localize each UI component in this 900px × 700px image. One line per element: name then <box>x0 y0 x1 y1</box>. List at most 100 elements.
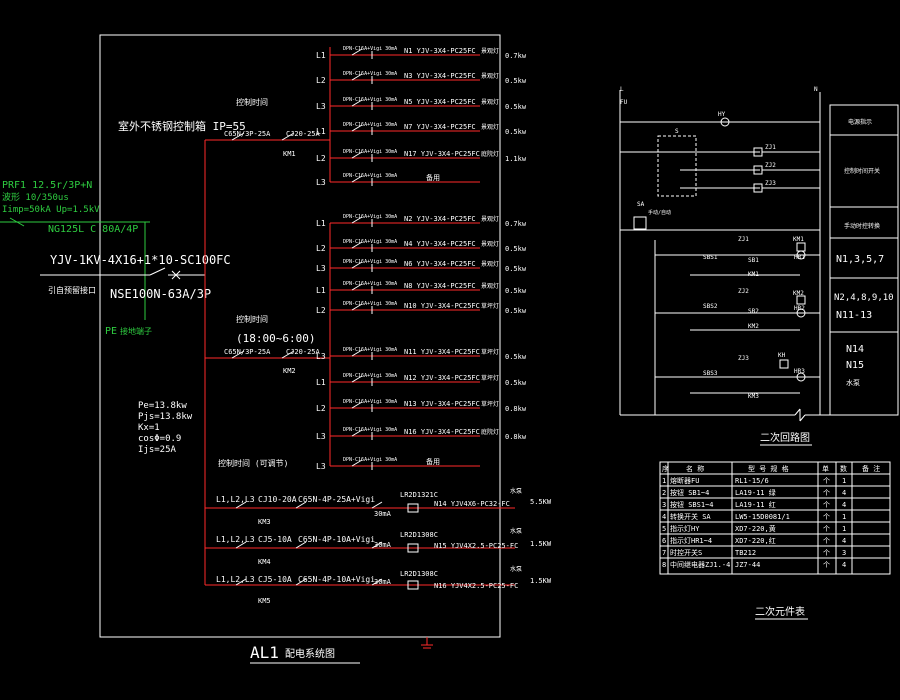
spd-breaker: NG125L C 80A/4P <box>48 224 138 235</box>
group2-cj: CJ20-25A <box>286 348 321 356</box>
table-cell: 个 <box>823 501 830 509</box>
circuit-load: 0.8kw <box>505 405 527 413</box>
circuit-row: L2 DPN-C16A+Vigi 30mA N13 YJV-3X4-PC25FC… <box>316 399 527 413</box>
circuit-breaker: DPN-C16A+Vigi 30mA <box>343 427 397 433</box>
circuit-breaker: DPN-C16A+Vigi 30mA <box>343 281 397 287</box>
group1-note: 室外不锈钢控制箱 IP=55 <box>118 119 246 133</box>
group1-timer-label: 控制时间 <box>236 97 268 107</box>
circuit-breaker: DPN-C16A+Vigi 30mA <box>343 259 397 265</box>
table-cell: 个 <box>823 477 830 485</box>
secondary-title: 二次回路图 <box>760 431 810 444</box>
table-cell: 4 <box>842 501 846 509</box>
circuit-load: 0.5kw <box>505 77 527 85</box>
calc-ijs: Ijs=25A <box>138 445 177 455</box>
row-zj: ZJ1 <box>738 236 749 243</box>
table-cell: 4 <box>662 513 666 521</box>
calc-pjs: Pjs=13.8kw <box>138 412 193 422</box>
spd-line2: 波形 10/350us <box>2 191 69 203</box>
circuit-load: 0.5kw <box>505 307 527 315</box>
pump-rcd: 30mA <box>374 510 392 518</box>
circuit-id: N1 YJV-3X4-PC25FC <box>404 47 476 55</box>
circuit-row: L1 DPN-C16A+Vigi 30mA N1 YJV-3X4-PC25FC … <box>316 46 527 60</box>
table-cell: 1 <box>842 525 846 533</box>
group3-label: 控制时间 (可调节) <box>218 458 288 468</box>
circuit-breaker: DPN-C16A+Vigi 30mA <box>343 97 397 103</box>
control-row: SBS3 ZJ3 KH KM3 HR3 <box>655 352 820 400</box>
pump-cj: CJ5-10A <box>258 535 292 544</box>
pump-row: L1,L2,L3 CJ5-10A C65N-4P-10A+Vigi KM4 30… <box>205 527 552 566</box>
pump-breaker: C65N-4P-25A+Vigi <box>298 495 375 504</box>
circuit-row: L1 DPN-C16A+Vigi 30mA N8 YJV-3X4-PC25FC … <box>316 281 527 295</box>
spd-line3: Iimp=50kA Up=1.5kV <box>2 205 100 215</box>
table-cell: 个 <box>823 537 830 545</box>
pump-cj: CJ10-20A <box>258 495 297 504</box>
table-cell: 4 <box>842 489 846 497</box>
main-switch: NSE100N-63A/3P <box>110 287 211 301</box>
circuit-load: 0.5kw <box>505 103 527 111</box>
circuit-phase: L2 <box>316 244 326 253</box>
table-cell: 按钮 SBS1~4 <box>670 500 714 509</box>
hy-label: HY <box>718 111 726 118</box>
control-row: SBS1 ZJ1 SB1 KM1 KM1 HR1 <box>655 236 820 278</box>
circuit-use: 草坪灯 <box>481 400 499 408</box>
circuit-breaker: DPN-C16A+Vigi 30mA <box>343 173 397 179</box>
table-cell: JZ7-44 <box>735 561 760 569</box>
circuit-rows: L1 DPN-C16A+Vigi 30mA N1 YJV-3X4-PC25FC … <box>316 46 527 471</box>
pe-suffix: 接地端子 <box>120 326 152 336</box>
circuit-phase: L2 <box>316 306 326 315</box>
circuit-id: N8 YJV-3X4-PC25FC <box>404 282 476 290</box>
circuit-id: N10 YJV-3X4-PC25FC <box>404 302 480 310</box>
pump-row: L1,L2,L3 CJ10-20A C65N-4P-25A+Vigi KM3 3… <box>205 487 552 526</box>
row-zj: ZJ3 <box>738 355 749 362</box>
circuit-row: L1 DPN-C16A+Vigi 30mA N7 YJV-3X4-PC25FC … <box>316 122 527 136</box>
circuit-use: 草坪灯 <box>481 348 499 356</box>
circuit-phase: L3 <box>316 178 326 187</box>
circuit-breaker: DPN-C16A+Vigi 30mA <box>343 347 397 353</box>
circuit-id: N12 YJV-3X4-PC25FC <box>404 374 480 382</box>
table-cell: 3 <box>662 501 666 509</box>
box-timer: 控制时间开关 <box>844 167 880 175</box>
pump-rcd: 30mA <box>374 578 392 586</box>
circuit-load: 0.5kw <box>505 379 527 387</box>
table-cell: 熔断器FU <box>670 476 699 485</box>
entry-label: 引自预留接口 <box>48 285 96 295</box>
circuit-use: 景观灯 <box>481 72 499 80</box>
circuit-phase: L3 <box>316 264 326 273</box>
table-cell: LA19-11 绿 <box>735 488 776 497</box>
circuit-row: L2 DPN-C16A+Vigi 30mA N17 YJV-3X4-PC25FC… <box>316 149 527 163</box>
sa-note: 手动/自动 <box>648 209 671 216</box>
group1-breaker: C65N/3P-25A <box>224 130 271 138</box>
circuit-phase: L3 <box>316 102 326 111</box>
secondary-circuit: L FU N HY S ZJ1 ZJ2 ZJ3 SA 手动/自动 SBS1 <box>619 86 830 422</box>
circuit-id: N17 YJV-3X4-PC25FC <box>404 150 480 158</box>
row-kmc: KM2 <box>748 323 759 330</box>
circuit-id: N5 YJV-3X4-PC25FC <box>404 98 476 106</box>
circuit-row: L2 DPN-C16A+Vigi 30mA N3 YJV-3X4-PC25FC … <box>316 71 527 85</box>
th-qty: 数 <box>840 464 847 473</box>
circuit-phase: L1 <box>316 378 326 387</box>
table-cell: 4 <box>842 561 846 569</box>
circuit-row: L2 DPN-C16A+Vigi 30mA N4 YJV-3X4-PC25FC … <box>316 239 527 253</box>
group1-cj: CJ20-25A <box>286 130 321 138</box>
box-sa: 手动时控转换 <box>844 222 880 230</box>
pump-id: N15 YJV4X2.5-PC25-FC <box>434 542 518 550</box>
table-cell: 6 <box>662 537 666 545</box>
circuit-load: 0.5kw <box>505 245 527 253</box>
pump-breaker: C65N-4P-10A+Vigi <box>298 535 375 544</box>
row-hr: HR3 <box>794 368 805 375</box>
component-table: 序 名 称 型 号 规 格 单 数 备 注 1 熔断器FU RL1-15/6 个… <box>659 461 891 575</box>
table-cell: 1 <box>842 513 846 521</box>
incoming-cable: YJV-1KV-4X16+1*10-SC100FC <box>50 253 231 267</box>
pump-cj: CJ5-10A <box>258 575 292 584</box>
circuit-id: N2 YJV-3X4-PC25FC <box>404 215 476 223</box>
circuit-id: N6 YJV-3X4-PC25FC <box>404 260 476 268</box>
circuit-phase: L1 <box>316 51 326 60</box>
row-km: KM1 <box>793 236 804 243</box>
circuit-use: 景观灯 <box>481 98 499 106</box>
table-cell: LW5-15D0081/1 <box>735 513 790 521</box>
table-cell: 个 <box>823 561 830 569</box>
table-cell: 2 <box>662 489 666 497</box>
circuit-use: 景观灯 <box>481 260 499 268</box>
table-cell: 个 <box>823 513 830 521</box>
table-title: 二次元件表 <box>755 605 805 618</box>
